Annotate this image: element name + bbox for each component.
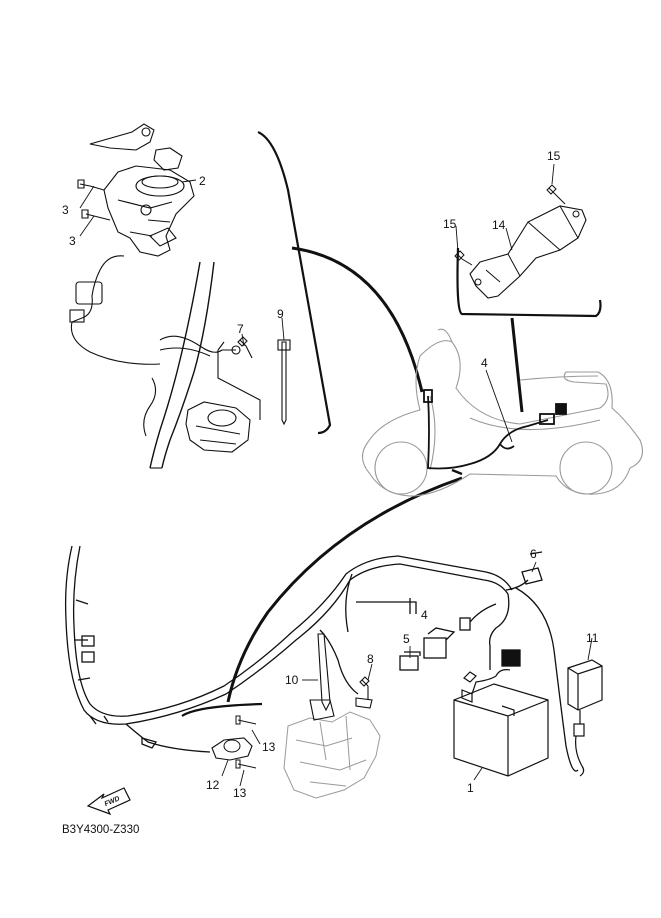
callout-12: 12 [206,778,220,792]
key [89,123,155,151]
callout-numbers: 2 3 3 7 9 4 15 15 14 6 4 5 8 10 11 1 13 … [62,149,599,800]
fwd-arrow-icon [86,787,131,816]
bolt-13-top [235,715,257,725]
callout-6: 6 [530,547,537,561]
connector-scooter-to-switch [291,246,424,393]
callout-5: 5 [403,632,410,646]
callout-3-top: 3 [62,203,69,217]
screw-3-bottom [81,209,111,221]
connector-scooter-to-harness [226,476,463,703]
switch-wire [70,255,161,365]
scooter-harness [423,389,567,476]
callout-8: 8 [367,652,374,666]
bracket-14 [469,205,587,299]
callout-bracket-left [257,130,332,435]
switch-body [103,165,195,257]
cable-tie-9 [281,341,287,426]
cable-tie-10 [309,633,335,721]
frame-outline [283,711,381,799]
callout-10: 10 [285,673,299,687]
scooter-outline [361,328,643,497]
battery [453,669,549,777]
sensor-inset [181,702,263,769]
callout-2: 2 [199,174,206,188]
fwd-arrow: FWD [86,787,131,816]
callout-4-bottom: 4 [421,608,428,622]
callout-11: 11 [586,631,599,645]
drawing-code: B3Y4300-Z330 [62,824,139,836]
bolt-13-bottom [235,759,257,769]
bolt-15-left [454,250,473,266]
callout-13-bottom: 13 [233,786,247,800]
bolt-8 [355,676,373,709]
callout-4-top: 4 [481,356,488,370]
bolt-15-top [546,184,566,205]
sensor-12 [211,737,253,761]
callout-1: 1 [467,781,474,795]
leader-lines [79,163,593,787]
screw-3-top [77,179,105,191]
callout-14: 14 [492,218,506,232]
harness-upper-left [149,261,201,469]
main-switch-assembly [69,123,291,469]
connector-lines [226,130,524,703]
callout-9: 9 [277,307,284,321]
relay-11 [567,659,603,777]
inset-frame [456,247,602,318]
connector-bracket-to-scooter [510,317,524,413]
bolt-7 [237,336,253,359]
inset-frame-bottom [181,702,263,717]
throttle-body [185,401,251,453]
callout-13-top: 13 [262,740,276,754]
main-harness [64,545,579,772]
callout-15-top: 15 [547,149,561,163]
bracket-inset [454,184,602,318]
bracket-4-leader [356,598,417,614]
callout-7: 7 [237,322,244,336]
callout-15-left: 15 [443,217,457,231]
callout-3-bottom: 3 [69,234,76,248]
